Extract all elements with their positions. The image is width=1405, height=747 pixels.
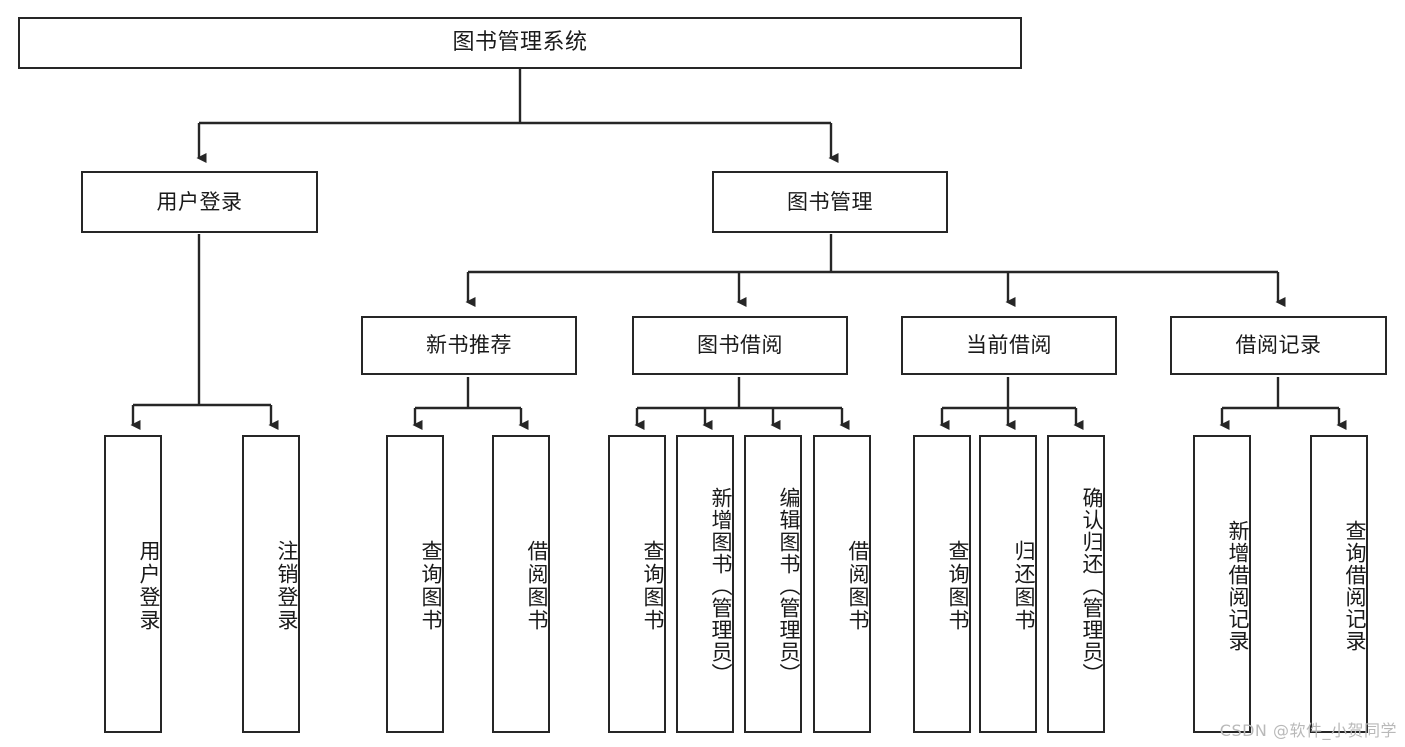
leaf-borrow-book[interactable]: 借阅图书: [813, 435, 871, 733]
csdn-watermark: CSDN @软件_小贺同学: [1219, 721, 1397, 740]
node-borrow-record[interactable]: 借阅记录: [1170, 316, 1387, 375]
node-new-book-recommend[interactable]: 新书推荐: [361, 316, 577, 375]
leaf-logout-login[interactable]: 注销登录: [242, 435, 300, 733]
node-user-login[interactable]: 用户登录: [81, 171, 318, 233]
leaf-query-book-recommend[interactable]: 查询图书: [386, 435, 444, 733]
leaf-borrow-book-recommend[interactable]: 借阅图书: [492, 435, 550, 733]
leaf-add-book[interactable]: 新增图书（管理员）: [676, 435, 734, 733]
node-book-management[interactable]: 图书管理: [712, 171, 948, 233]
leaf-return-book[interactable]: 归还图书: [979, 435, 1037, 733]
node-book-borrow[interactable]: 图书借阅: [632, 316, 848, 375]
leaf-edit-book[interactable]: 编辑图书（管理员）: [744, 435, 802, 733]
node-root-system[interactable]: 图书管理系统: [18, 17, 1022, 69]
node-current-borrow[interactable]: 当前借阅: [901, 316, 1117, 375]
leaf-add-borrow-record[interactable]: 新增借阅记录: [1193, 435, 1251, 733]
leaf-confirm-return[interactable]: 确认归还（管理员）: [1047, 435, 1105, 733]
leaf-query-book-borrow[interactable]: 查询图书: [608, 435, 666, 733]
leaf-query-book-current[interactable]: 查询图书: [913, 435, 971, 733]
leaf-query-borrow-record[interactable]: 查询借阅记录: [1310, 435, 1368, 733]
leaf-user-login[interactable]: 用户登录: [104, 435, 162, 733]
